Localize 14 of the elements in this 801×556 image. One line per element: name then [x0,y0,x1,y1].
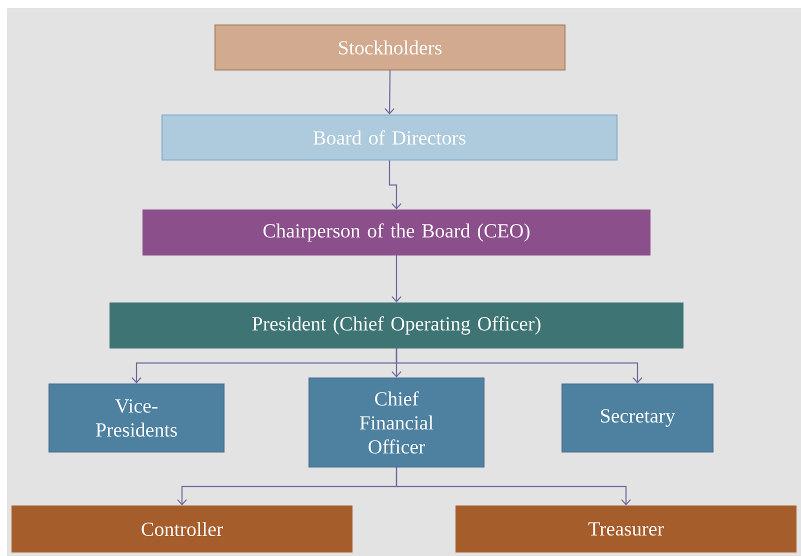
org-box: President (Chief Operating Officer) [110,302,684,348]
arrow [384,70,395,114]
org-box: Board of Directors [162,114,618,160]
org-box: Controller [12,506,352,552]
arrow [396,468,631,506]
org-box: Chairperson of the Board (CEO) [142,210,650,256]
org-box: Treasurer [456,506,796,552]
org-box: Secretary [562,384,714,452]
arrow [392,256,402,302]
arrow [388,160,402,210]
org-box: Stockholders [214,24,566,70]
org-box: Vice-Presidents [48,384,224,452]
arrow [396,348,642,384]
org-box: Chief Financial Officer [308,378,484,468]
